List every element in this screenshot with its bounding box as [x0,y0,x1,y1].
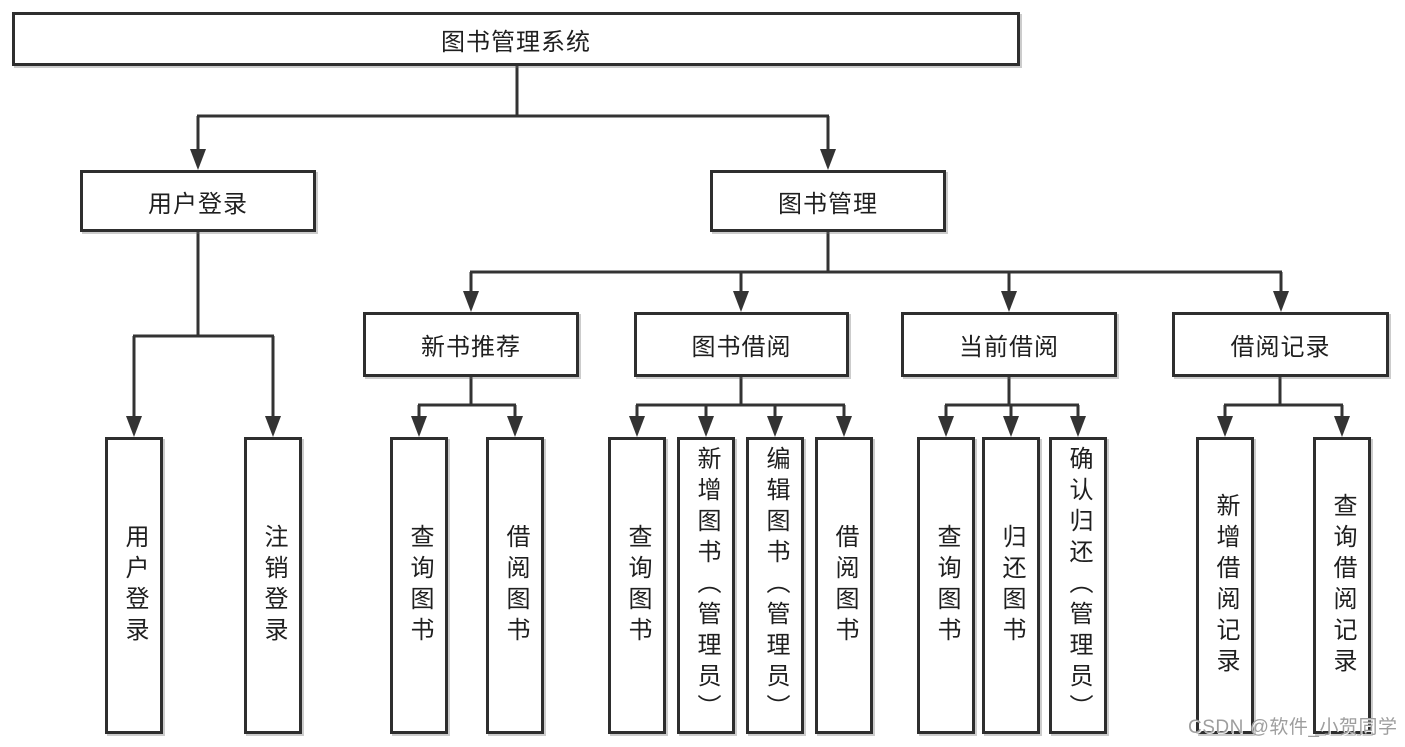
node-label: 用户登录 [121,523,148,648]
leaf-logout: 注销登录 [244,437,302,734]
node-label: 新增借阅记录 [1212,492,1239,679]
node-label: 借阅图书 [831,523,858,648]
leaf-edit-book-admin: 编辑图书（管理员） [746,437,804,734]
node-label: 注销登录 [260,523,287,648]
node-book-management: 图书管理 [710,170,946,232]
node-current-borrowing: 当前借阅 [901,312,1117,377]
node-label: 图书管理系统 [441,28,591,56]
arrow-heads [126,149,1350,437]
node-label: 查询图书 [406,523,433,648]
leaf-query-borrow-record: 查询借阅记录 [1313,437,1371,734]
node-label: 用户登录 [148,190,248,218]
node-label: 借阅记录 [1230,334,1331,361]
leaf-return-books: 归还图书 [982,437,1040,734]
leaf-add-borrow-record: 新增借阅记录 [1196,437,1254,734]
node-user-login: 用户登录 [80,170,316,232]
node-label: 查询借阅记录 [1329,492,1356,679]
connector-paths [132,66,1344,420]
leaf-query-books-borrowing: 查询图书 [608,437,666,734]
csdn-watermark: CSDN @软件_小贺同学 [1188,717,1398,738]
node-label: 图书管理 [778,190,878,218]
node-borrow-records: 借阅记录 [1172,312,1389,377]
node-label: 查询图书 [933,523,960,648]
leaf-borrow-books-borrowing: 借阅图书 [815,437,873,734]
node-label: 归还图书 [998,523,1025,648]
node-label: 查询图书 [624,523,651,648]
node-label: 借阅图书 [502,523,529,648]
node-label: 当前借阅 [959,334,1059,361]
node-label: 新书推荐 [421,334,521,361]
node-label: 确认归还（管理员） [1065,446,1092,725]
leaf-query-books-current: 查询图书 [917,437,975,734]
node-label: 新增图书（管理员） [693,446,720,725]
leaf-borrow-books-recommend: 借阅图书 [486,437,544,734]
node-new-book-recommend: 新书推荐 [363,312,579,377]
node-label: 图书借阅 [691,334,792,361]
leaf-query-books-recommend: 查询图书 [390,437,448,734]
leaf-confirm-return-admin: 确认归还（管理员） [1049,437,1107,734]
node-book-borrowing: 图书借阅 [634,312,849,377]
node-library-system: 图书管理系统 [12,12,1020,66]
leaf-user-login: 用户登录 [105,437,163,734]
node-label: 编辑图书（管理员） [762,446,789,725]
leaf-add-book-admin: 新增图书（管理员） [677,437,735,734]
